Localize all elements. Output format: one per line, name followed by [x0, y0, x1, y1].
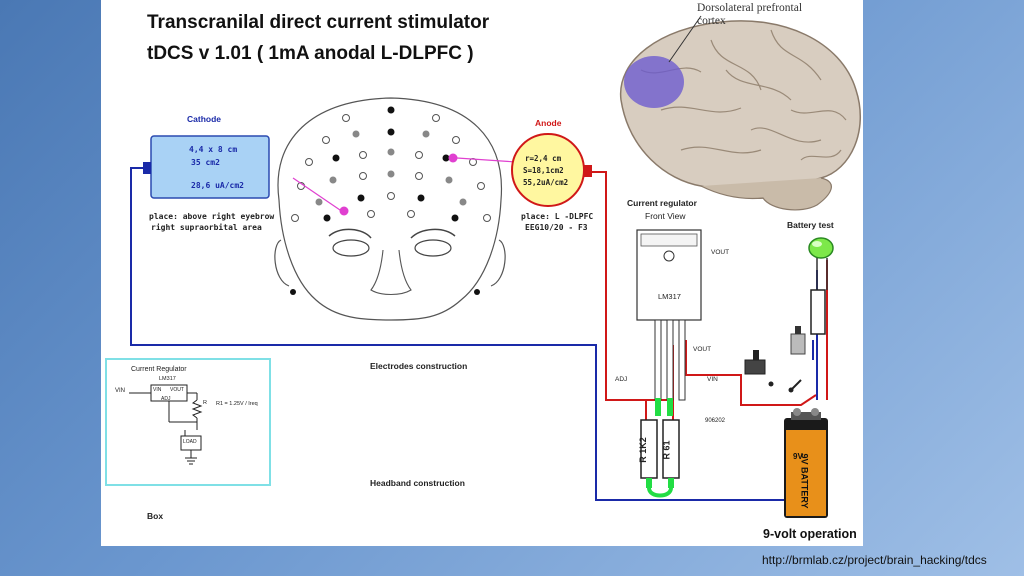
battery-test-label: Battery test	[787, 220, 834, 230]
dlpfc-highlight	[624, 56, 684, 108]
brain-label: Dorsolateral prefrontal cortex	[697, 2, 803, 27]
regulator-vout-pin: VOUT	[693, 346, 712, 353]
title-line-2: tDCS v 1.01 ( 1mA anodal L-DLPFC )	[147, 43, 474, 64]
anode-radius: r=2,4 cm	[525, 154, 562, 163]
cathode-density: 28,6 uA/cm2	[191, 181, 244, 190]
test-resistor	[810, 289, 826, 335]
anode-place-2: EEG10/20 - F3	[525, 223, 588, 232]
power-switch	[744, 350, 794, 393]
schematic-chip: LM317	[159, 376, 176, 382]
cathode-area: 35 cm2	[191, 158, 220, 167]
box-label: Box	[147, 511, 164, 521]
schematic-vout-pin: VOUT	[170, 387, 184, 393]
regulator-vout-top: VOUT	[711, 249, 730, 256]
slide: Transcranilal direct current stimulator …	[101, 0, 863, 546]
cathode-size: 4,4 x 8 cm	[189, 145, 238, 154]
schematic-r: R	[203, 400, 207, 406]
schematic-vin-pin: VIN	[153, 387, 162, 393]
regulator-chip: LM317	[658, 292, 681, 301]
regulator-view: Front View	[645, 211, 686, 221]
push-button	[790, 326, 806, 355]
battery-test-led	[808, 237, 834, 290]
battery-label: 9V BATTERY	[799, 453, 810, 509]
schematic-vin: VIN	[115, 388, 126, 394]
schematic-formula: R1 = 1.25V / Ireq	[216, 401, 258, 407]
regulator-part-code: 906202	[705, 418, 726, 424]
schematic-drawing	[129, 384, 203, 465]
operation-label: 9-volt operation	[763, 527, 857, 541]
diagram-canvas	[105, 15, 861, 518]
regulator-adj-pin: ADJ	[615, 376, 628, 383]
cathode-place-1: place: above right eyebrow	[149, 212, 275, 221]
cathode-place-2: right supraorbital area	[151, 223, 262, 232]
regulator-vin-pin: VIN	[707, 376, 718, 383]
title-line-1: Transcranilal direct current stimulator	[147, 12, 490, 33]
anode-place-1: place: L -DLPFC	[521, 212, 594, 221]
source-url: http://brmlab.cz/project/brain_hacking/t…	[762, 553, 987, 567]
eeg-electrodes	[290, 106, 491, 295]
cathode-electrode-point	[339, 206, 349, 216]
anode-density: 55,2uA/cm2	[523, 178, 569, 187]
anode-electrode-point	[448, 153, 458, 163]
head-illustration	[274, 97, 517, 321]
regulator-heading: Current regulator	[627, 198, 697, 208]
schematic-title: Current Regulator	[131, 366, 187, 373]
anode-heading: Anode	[535, 118, 562, 128]
resistor-r2-label: R 61	[661, 440, 672, 460]
resistor-r1-label: R 1K2	[637, 437, 648, 463]
electrodes-construction: Electrodes construction	[370, 361, 468, 371]
battery-brand: 9V	[793, 452, 803, 461]
schematic-load: LOAD	[183, 439, 197, 445]
headband-construction: Headband construction	[370, 478, 465, 488]
lm317-regulator	[636, 229, 702, 416]
cathode-heading: Cathode	[187, 114, 221, 124]
schematic-adj: ADJ	[161, 396, 171, 402]
battery-9v	[784, 408, 828, 518]
brain-illustration	[619, 15, 861, 211]
anode-area: S=18,1cm2	[523, 166, 564, 175]
